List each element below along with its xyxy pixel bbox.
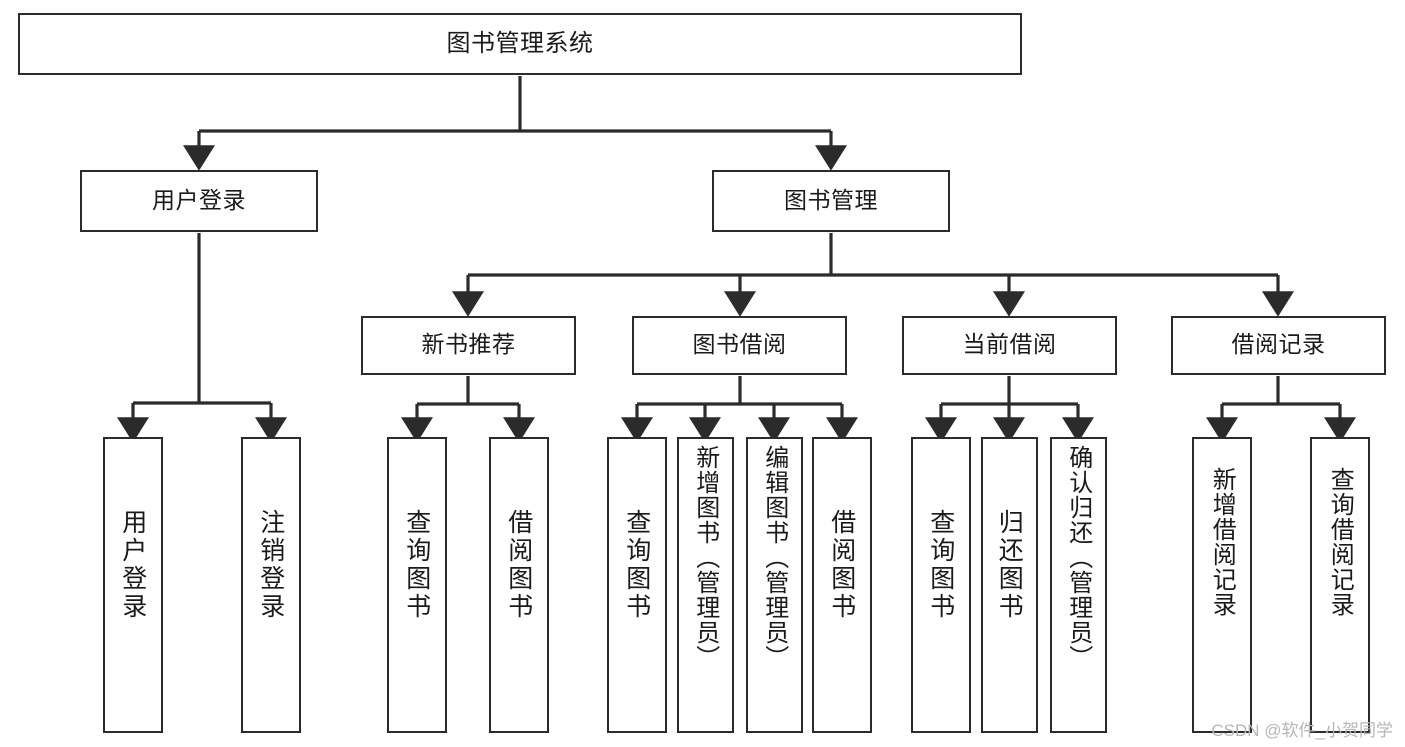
leaf-query-book-recommend[interactable]: 查询图书 [387, 437, 447, 733]
node-label: 查询图书 [622, 509, 652, 621]
node-label: 图书借阅 [692, 332, 787, 359]
node-label: 新增借阅记录 [1208, 467, 1237, 617]
node-label: 用户登录 [152, 187, 246, 214]
node-book-management[interactable]: 图书管理 [712, 170, 950, 232]
csdn-watermark: CSDN @软件_小贺同学 [1211, 721, 1393, 740]
node-label: 查询图书 [402, 509, 432, 621]
node-new-book-recommend[interactable]: 新书推荐 [361, 316, 576, 375]
leaf-add-book-admin[interactable]: 新增图书（管理员） [677, 437, 734, 733]
node-label: 查询图书 [926, 509, 956, 621]
node-user-login[interactable]: 用户登录 [80, 170, 318, 232]
node-label: 当前借阅 [962, 332, 1057, 359]
leaf-return-book[interactable]: 归还图书 [981, 437, 1038, 733]
node-label: 注销登录 [256, 509, 286, 621]
leaf-query-book-current[interactable]: 查询图书 [911, 437, 971, 733]
node-label: 归还图书 [995, 509, 1025, 621]
leaf-edit-book-admin[interactable]: 编辑图书（管理员） [746, 437, 803, 733]
node-current-borrow[interactable]: 当前借阅 [902, 316, 1117, 375]
node-label: 用户登录 [118, 509, 148, 621]
leaf-query-borrow-record[interactable]: 查询借阅记录 [1310, 437, 1370, 733]
leaf-borrow-book-borrow[interactable]: 借阅图书 [812, 437, 872, 733]
node-root-system[interactable]: 图书管理系统 [18, 13, 1022, 75]
node-label: 借阅记录 [1231, 332, 1326, 359]
node-label: 借阅图书 [827, 509, 857, 621]
node-label: 借阅图书 [504, 509, 534, 621]
node-book-borrow[interactable]: 图书借阅 [632, 316, 847, 375]
node-label: 编辑图书（管理员） [760, 445, 789, 670]
leaf-query-book-borrow[interactable]: 查询图书 [607, 437, 667, 733]
leaf-user-login[interactable]: 用户登录 [103, 437, 163, 733]
node-label: 新增图书（管理员） [691, 445, 720, 670]
node-label: 查询借阅记录 [1326, 467, 1355, 617]
leaf-confirm-return-admin[interactable]: 确认归还（管理员） [1050, 437, 1107, 733]
node-label: 确认归还（管理员） [1064, 445, 1093, 670]
node-borrow-record[interactable]: 借阅记录 [1171, 316, 1386, 375]
node-label: 图书管理 [784, 187, 878, 214]
node-label: 新书推荐 [421, 332, 516, 359]
leaf-add-borrow-record[interactable]: 新增借阅记录 [1192, 437, 1252, 733]
leaf-logout[interactable]: 注销登录 [241, 437, 301, 733]
leaf-borrow-book-recommend[interactable]: 借阅图书 [489, 437, 549, 733]
node-label: 图书管理系统 [446, 29, 594, 58]
